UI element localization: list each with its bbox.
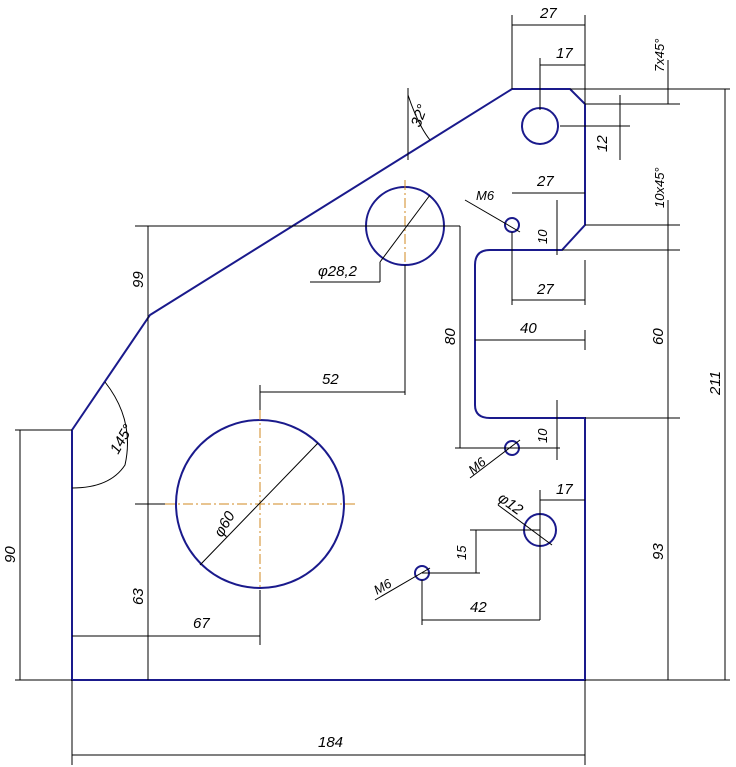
center-lines [165, 180, 452, 598]
dimension-labels: 27 17 7x45° 10x45° 12 32° M6 27 10 27 φ2… [2, 5, 724, 751]
dim-thread-lower: M6 [465, 454, 489, 478]
dim-left-height: 99 [130, 271, 147, 288]
dim-top-width: 27 [539, 5, 557, 22]
part-outline [71, 88, 586, 681]
dim-thread-lower-height: 10 [535, 428, 550, 443]
dim-bottom-hole-spacing: 42 [470, 599, 487, 616]
dim-left-edge-height: 90 [2, 546, 19, 563]
dim-slope-angle: 32° [408, 102, 432, 129]
dim-chamfer-mid: 10x45° [652, 167, 667, 208]
dim-slot-height: 80 [442, 328, 459, 345]
dim-big-hole-dia: φ60 [211, 508, 239, 540]
dim-thread-bottom: M6 [371, 575, 395, 597]
dim-small-hole-offset: 17 [556, 481, 573, 498]
dim-thread-upper-offset: 27 [536, 173, 554, 190]
dim-small-hole-dia: φ12 [495, 489, 527, 519]
dim-thread-bottom-height: 15 [454, 545, 469, 560]
dim-top-hole-drop: 12 [594, 135, 611, 152]
dim-hole-dia-small: φ28,2 [318, 263, 358, 280]
dimension-lines [15, 15, 730, 765]
dim-hole-spacing: 52 [322, 371, 339, 388]
dim-total-width: 184 [318, 734, 343, 751]
dim-corner-angle: 145° [107, 422, 137, 457]
dim-thread-upper-height: 10 [535, 229, 550, 244]
dim-big-hole-height: 63 [130, 588, 147, 605]
dim-top-hole-offset: 17 [556, 45, 573, 62]
dim-slot-depth: 40 [520, 320, 537, 337]
dim-slot-right-height: 60 [650, 328, 667, 345]
dim-big-hole-offset: 67 [193, 615, 210, 632]
top-hole [521, 107, 559, 145]
dim-total-height: 211 [707, 371, 724, 396]
dim-slot-top-width: 27 [536, 281, 554, 298]
dim-right-lower-height: 93 [650, 543, 667, 560]
dim-chamfer-top: 7x45° [652, 39, 667, 72]
dim-thread-upper: M6 [476, 188, 495, 203]
